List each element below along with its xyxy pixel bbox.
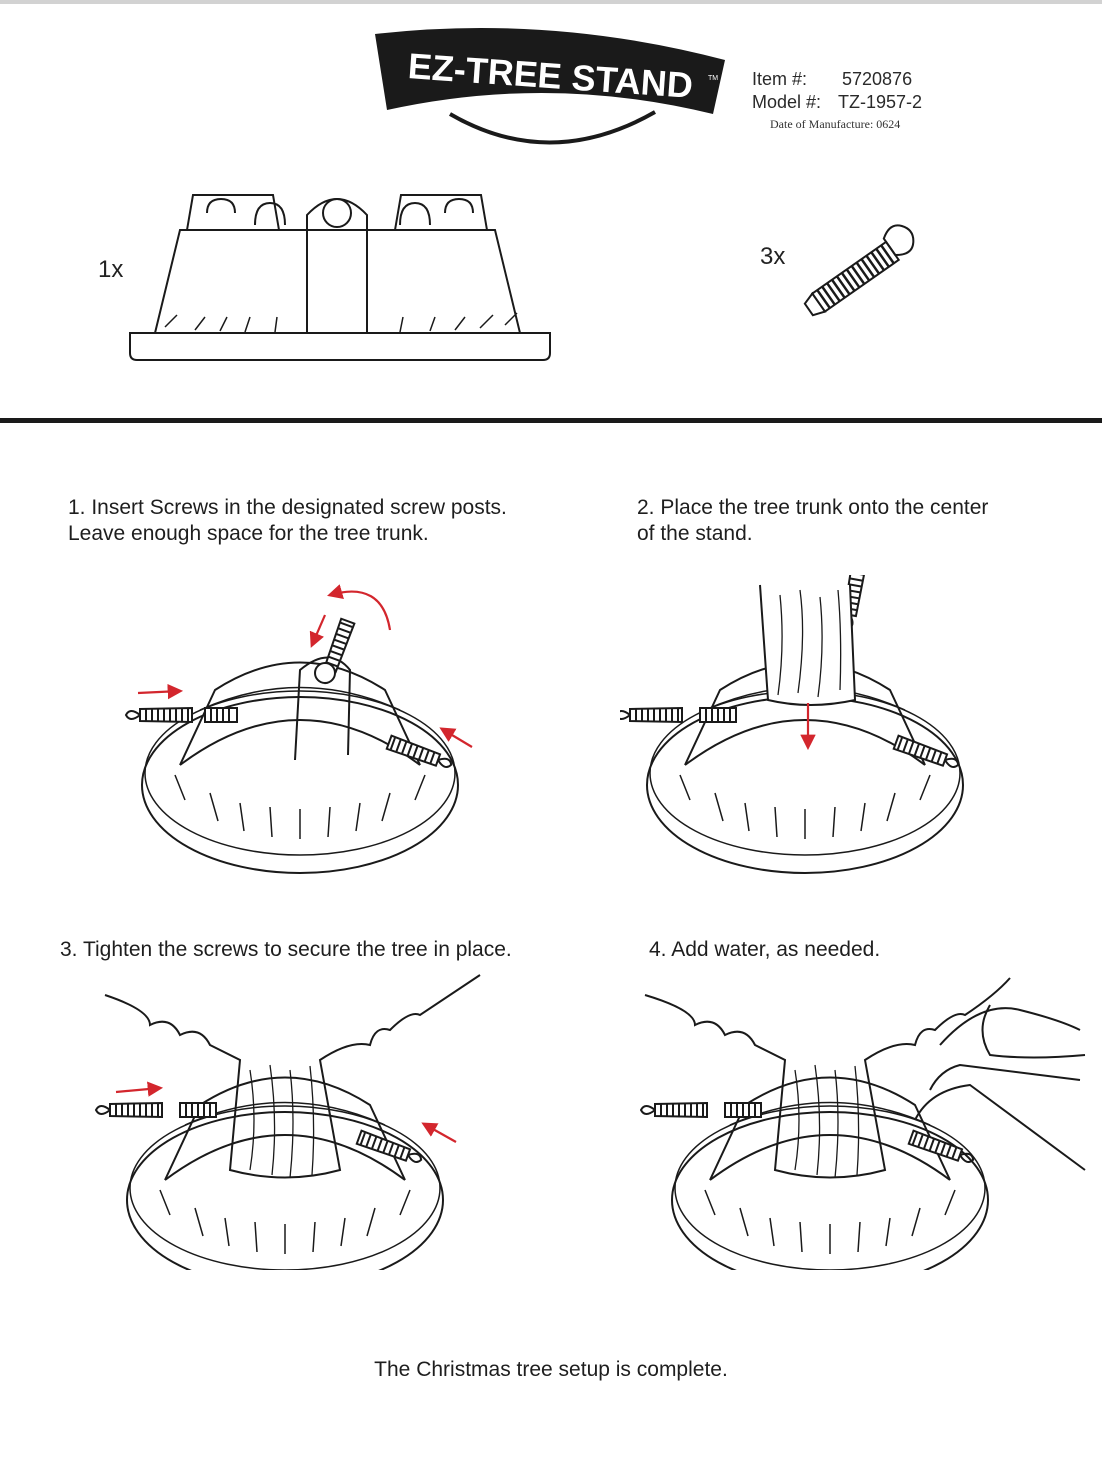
model-label: Model #:: [752, 92, 822, 112]
trademark-mark: TM: [708, 75, 718, 82]
product-info: Item #: 5720876 Model #: TZ-1957-2: [752, 68, 922, 114]
step-2-text: 2. Place the tree trunk onto the center …: [637, 496, 989, 545]
step-1-text: 1. Insert Screws in the designated screw…: [68, 496, 507, 545]
base-quantity: 1x: [98, 256, 124, 283]
item-label: Item #:: [752, 69, 808, 89]
model-number: TZ-1957-2: [838, 92, 923, 112]
insert-screws-illustration: [125, 584, 473, 874]
screw-icon: [803, 224, 915, 317]
section-divider: [0, 418, 1102, 423]
step-4-text: 4. Add water, as needed.: [649, 938, 881, 961]
setup-complete-text: The Christmas tree setup is complete.: [374, 1358, 728, 1381]
top-rule: [0, 0, 1102, 4]
add-water-illustration: [640, 977, 1086, 1270]
tree-stand-base-icon: [129, 194, 551, 361]
ez-tree-stand-logo: EZ-TREE STAND TM: [375, 27, 725, 145]
place-trunk-illustration: [620, 575, 964, 874]
item-number: 5720876: [842, 69, 913, 89]
step-3-text: 3. Tighten the screws to secure the tree…: [60, 938, 512, 961]
tighten-screws-illustration: [95, 974, 481, 1270]
date-of-manufacture: Date of Manufacture: 0624: [770, 117, 901, 131]
screw-quantity: 3x: [760, 243, 786, 270]
